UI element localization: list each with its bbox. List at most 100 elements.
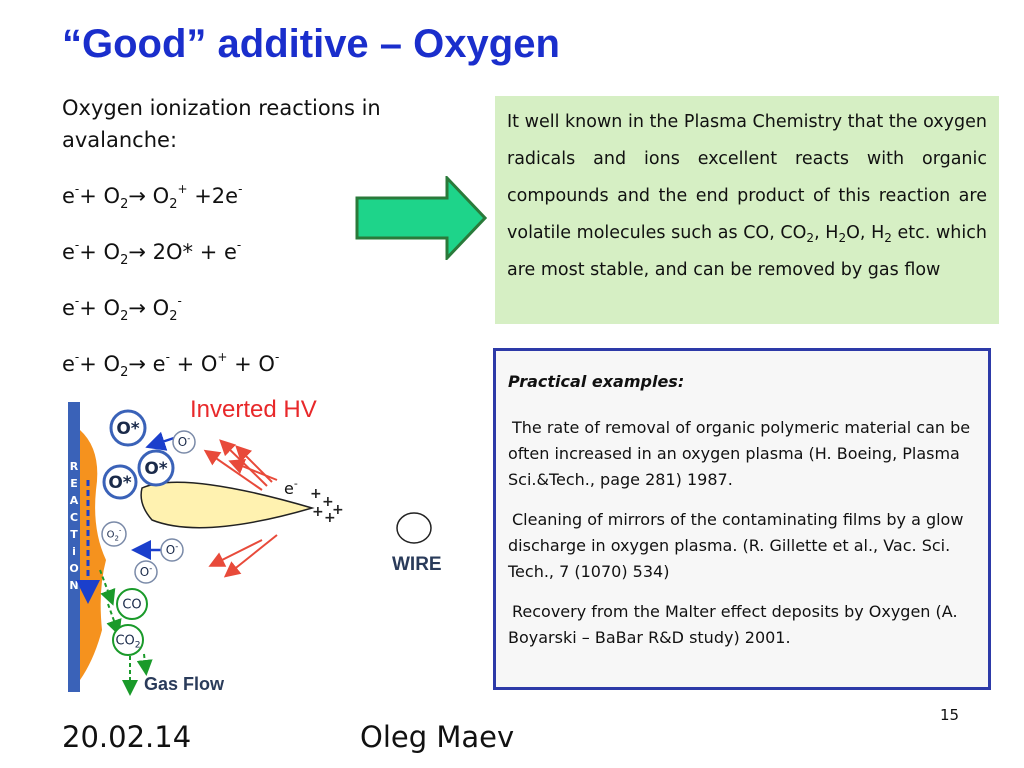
green-box-sub-2: 2: [838, 231, 847, 245]
species-bubble: O*: [109, 409, 147, 447]
wire-cross-section: [396, 512, 432, 544]
bubble-label: O*: [108, 473, 131, 493]
bubble-circle: [101, 521, 127, 547]
product-sup: -: [236, 238, 242, 252]
electron-label: e-: [284, 477, 298, 498]
example-item-1: The rate of removal of organic polymeric…: [508, 418, 971, 489]
product-text: 2O* + e: [145, 240, 237, 264]
reaction-2: e-+ O2→ 2O* + e-: [62, 238, 241, 268]
plus-sign: +: [324, 510, 336, 526]
species-bubble: O-: [160, 538, 184, 562]
cathode-plate: [68, 402, 80, 692]
product-sup: -: [177, 294, 182, 308]
intro-text: Oxygen ionization reactions in avalanche…: [62, 96, 381, 152]
product-text: +2e: [187, 184, 239, 208]
right-arrow-icon: [355, 176, 487, 260]
reaction-letter: E: [70, 477, 78, 490]
reactant-sub: 2: [120, 197, 129, 212]
bubble-circle: [109, 409, 147, 447]
gas-arrow: [136, 653, 153, 676]
reaction-arrow: →: [128, 184, 146, 208]
example-item-2: Cleaning of mirrors of the contaminating…: [508, 510, 964, 581]
bubble-label: CO2: [115, 634, 140, 651]
charge-sup: -: [74, 294, 80, 308]
green-box-text-1: It well known in the Plasma Chemistry th…: [507, 112, 987, 243]
plasma-chemistry-box: It well known in the Plasma Chemistry th…: [495, 96, 999, 324]
electron-symbol: e: [62, 240, 75, 264]
species-bubble: O*: [137, 449, 175, 487]
bubble-circle: [137, 449, 175, 487]
inverted-hv-label: Inverted HV: [190, 396, 317, 423]
footer-date: 20.02.14: [62, 720, 192, 754]
electron-symbol: e: [62, 184, 75, 208]
gas-flow-label: Gas Flow: [144, 674, 225, 694]
green-box-text-2: , H: [814, 223, 839, 243]
radical-arrow: [145, 431, 175, 451]
bubble-circle: [116, 588, 148, 620]
product-text: O: [145, 296, 170, 320]
green-box-sub-1: 2: [806, 231, 815, 245]
charge-sup: -: [74, 182, 80, 196]
electron-symbol: e: [62, 296, 75, 320]
reaction-letter: T: [70, 528, 78, 541]
positive-ions: + + + + +: [310, 486, 344, 526]
practical-examples-header: Practical examples:: [508, 372, 685, 391]
reaction-letter: i: [72, 545, 76, 558]
species-bubble: CO: [116, 588, 148, 620]
product-sup: -: [274, 350, 280, 364]
reaction-arrow: →: [128, 352, 146, 376]
reaction-3: e-+ O2→ O2-: [62, 294, 182, 324]
reaction-letter: N: [69, 579, 78, 592]
species-bubble: O-: [172, 430, 196, 454]
product-text: + O: [169, 352, 218, 376]
reaction-letter: R: [70, 460, 79, 473]
reactant: + O: [79, 240, 121, 264]
bubble-label: CO: [122, 598, 141, 613]
reactant-sub: 2: [120, 309, 129, 324]
wire-label: WIRE: [392, 554, 442, 575]
bubble-label: O-: [178, 433, 190, 449]
ion-arrow: [219, 439, 268, 487]
species-bubble: O-: [134, 560, 158, 584]
reaction-letter: O: [69, 562, 78, 575]
gas-arrow: [99, 569, 116, 606]
reaction-arrow: →: [128, 240, 146, 264]
product-text: O: [145, 184, 170, 208]
reactant-sub: 2: [120, 253, 129, 268]
product-text: + O: [227, 352, 275, 376]
plus-sign: +: [322, 494, 334, 510]
bubble-label: O*: [144, 459, 167, 479]
product-sup: +: [177, 182, 188, 196]
reactant-sub: 2: [120, 365, 129, 380]
ion-arrow: [228, 459, 278, 481]
plus-sign: +: [312, 504, 324, 520]
bubble-circle: [134, 560, 158, 584]
slide-title: “Good” additive – Oxygen: [62, 22, 560, 66]
reaction-letter: A: [70, 494, 79, 507]
green-box-text-3: O, H: [846, 223, 885, 243]
ion-arrows: [203, 439, 278, 578]
green-box-sub-3: 2: [884, 231, 892, 245]
bubble-label: O*: [116, 419, 139, 439]
ion-arrow: [208, 539, 263, 567]
practical-examples-box: Practical examples: The rate of removal …: [493, 348, 991, 690]
gas-arrow: [106, 603, 122, 636]
radical-arrows: [131, 431, 175, 560]
electron-symbol: e: [62, 352, 75, 376]
deposit-layer: [80, 430, 106, 680]
bubble-label: O-: [166, 541, 178, 557]
reaction-1: e-+ O2→ O2+ +2e-: [62, 182, 242, 212]
reaction-letter: C: [70, 511, 78, 524]
plus-sign: +: [332, 502, 344, 518]
charge-sup: -: [74, 350, 80, 364]
species-bubble: CO2: [112, 624, 144, 656]
bubble-circle: [112, 624, 144, 656]
product-sup: -: [165, 350, 170, 364]
product-sub: 2: [169, 309, 178, 324]
reactant: + O: [79, 296, 121, 320]
bubble-label: O2-: [107, 527, 122, 543]
reactant: + O: [79, 352, 121, 376]
plasma-cone: [140, 481, 315, 529]
